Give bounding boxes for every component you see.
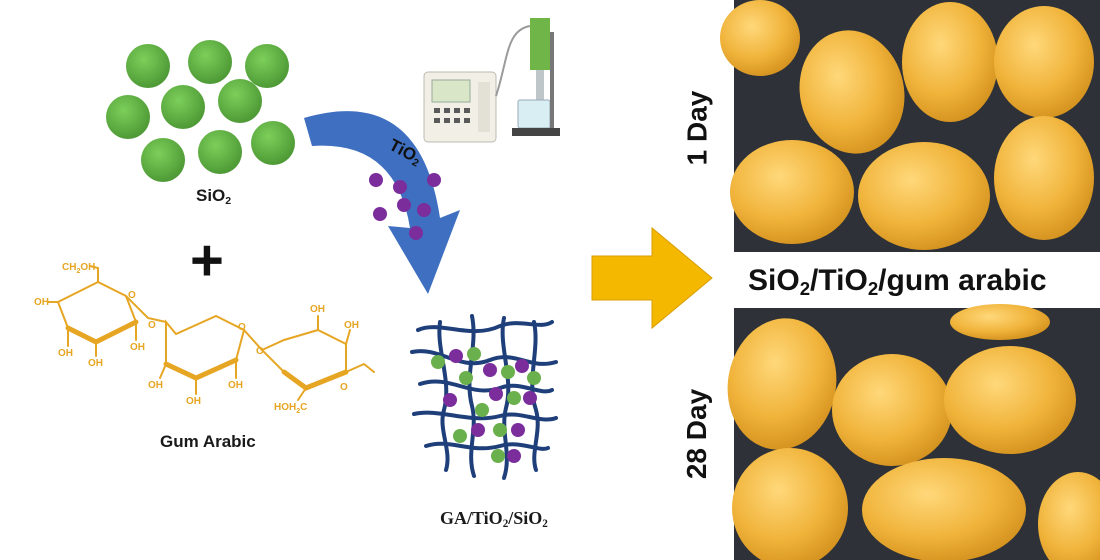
oh-label: OH: [130, 342, 145, 353]
oh-label: OH: [88, 358, 103, 369]
oh-label: OH: [148, 380, 163, 391]
network-tio2-particles: [443, 349, 537, 463]
sio2-label: SiO2: [196, 186, 232, 207]
hoh2c-label: HOH2C: [274, 402, 307, 415]
ultrasonic-device-icon: [423, 18, 560, 143]
mango-photo-day28: [727, 304, 1100, 560]
mango-photo-day1: [720, 0, 1100, 252]
oh-label: OH: [310, 304, 325, 315]
coating-title: SiO2/TiO2/gum arabic: [748, 264, 1047, 300]
tio2-particles: [369, 173, 441, 240]
composite-label: GA/TiO2/SiO2: [440, 508, 548, 531]
o-label: O: [148, 320, 156, 331]
oh-label: OH: [344, 320, 359, 331]
day28-label: 28 Day: [681, 388, 713, 480]
oh-label: OH: [34, 297, 49, 308]
day1-label: 1 Day: [681, 90, 713, 166]
composite-network: [410, 314, 558, 480]
ch2oh-label: CH2OH: [62, 262, 95, 275]
gold-arrow: [591, 226, 713, 330]
gum-arabic-molecule: [47, 265, 375, 401]
network-silica-particles: [431, 347, 541, 463]
o-label: O: [128, 290, 136, 301]
oh-label: OH: [58, 348, 73, 359]
o-label: O: [340, 382, 348, 393]
oh-label: OH: [228, 380, 243, 391]
oh-label: OH: [186, 396, 201, 407]
gum-arabic-atom-labels: CH2OH OH O OH OH OH O OH OH OH O O OH OH…: [34, 262, 359, 415]
blue-curved-arrow: [304, 111, 460, 294]
gum-arabic-label: Gum Arabic: [160, 432, 256, 451]
sio2-spheres: [106, 40, 295, 182]
o-label: O: [256, 346, 264, 357]
o-label: O: [238, 322, 246, 333]
plus-sign: +: [190, 228, 224, 293]
